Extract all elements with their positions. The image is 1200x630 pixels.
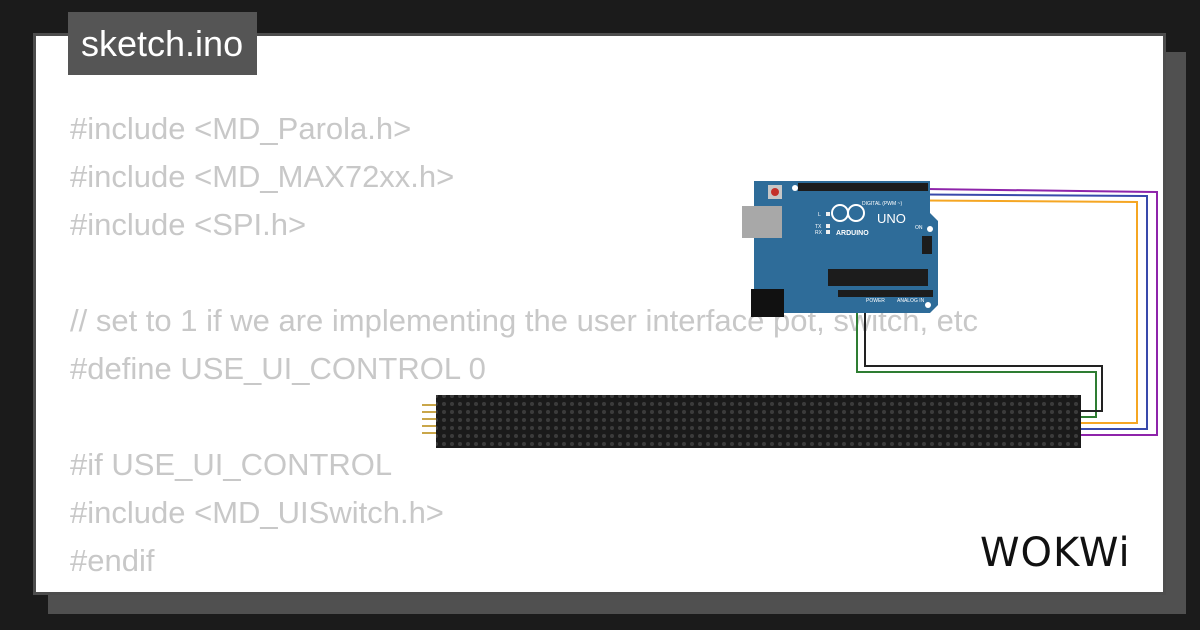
wire-green — [856, 307, 1097, 418]
arduino-infinity-logo — [831, 204, 866, 222]
led-tx — [826, 224, 830, 228]
power-header — [838, 290, 933, 297]
mount-hole — [927, 226, 933, 232]
code-line: #if USE_UI_CONTROL — [70, 447, 393, 482]
reset-button-dot — [771, 188, 779, 196]
code-line: #include <MD_UISwitch.h> — [70, 495, 444, 530]
wokwi-logo: WOKWi — [980, 530, 1131, 574]
label-power: POWER — [866, 298, 885, 304]
led-matrix — [422, 395, 1081, 448]
usb-connector — [742, 206, 782, 238]
label-analog: ANALOG IN — [897, 298, 925, 304]
wire-group — [847, 187, 1158, 436]
label-rx: RX — [815, 230, 823, 236]
code-line: #include <SPI.h> — [70, 207, 307, 242]
atmega-chip — [828, 269, 928, 286]
wire-orange — [851, 199, 1138, 424]
led-rx — [826, 230, 830, 234]
wire-blue — [849, 193, 1148, 430]
board-model: UNO — [877, 211, 906, 226]
mount-hole — [925, 302, 931, 308]
led-l — [826, 212, 830, 216]
label-l: L — [818, 212, 821, 218]
code-editor: #include <MD_Parola.h> #include <MD_MAX72… — [70, 105, 978, 585]
wire-purple — [847, 187, 1158, 436]
filename-tab[interactable]: sketch.ino — [68, 12, 258, 75]
wokwi-logo-text: WOKWi — [980, 530, 1131, 574]
digital-header — [798, 183, 928, 191]
code-line: // set to 1 if we are implementing the u… — [70, 303, 979, 338]
preview-card: #include <MD_Parola.h> #include <MD_MAX72… — [33, 33, 1166, 595]
board-brand: ARDUINO — [836, 230, 869, 237]
code-line: #include <MD_Parola.h> — [70, 111, 412, 146]
code-line: #include <MD_MAX72xx.h> — [70, 159, 455, 194]
code-line: #define USE_UI_CONTROL 0 — [70, 351, 486, 386]
label-digital: DIGITAL (PWM ~) — [862, 201, 902, 207]
icsp-header — [922, 236, 932, 254]
label-on: ON — [915, 225, 923, 231]
arduino-uno-board[interactable]: UNO ARDUINO DIGITAL (PWM ~) POWER ANALOG… — [742, 181, 938, 317]
wire-black — [864, 307, 1103, 412]
label-tx: TX — [815, 224, 822, 230]
code-line: #endif — [70, 543, 155, 578]
mount-hole — [792, 185, 798, 191]
matrix-pins — [422, 404, 436, 434]
power-jack — [751, 289, 784, 317]
